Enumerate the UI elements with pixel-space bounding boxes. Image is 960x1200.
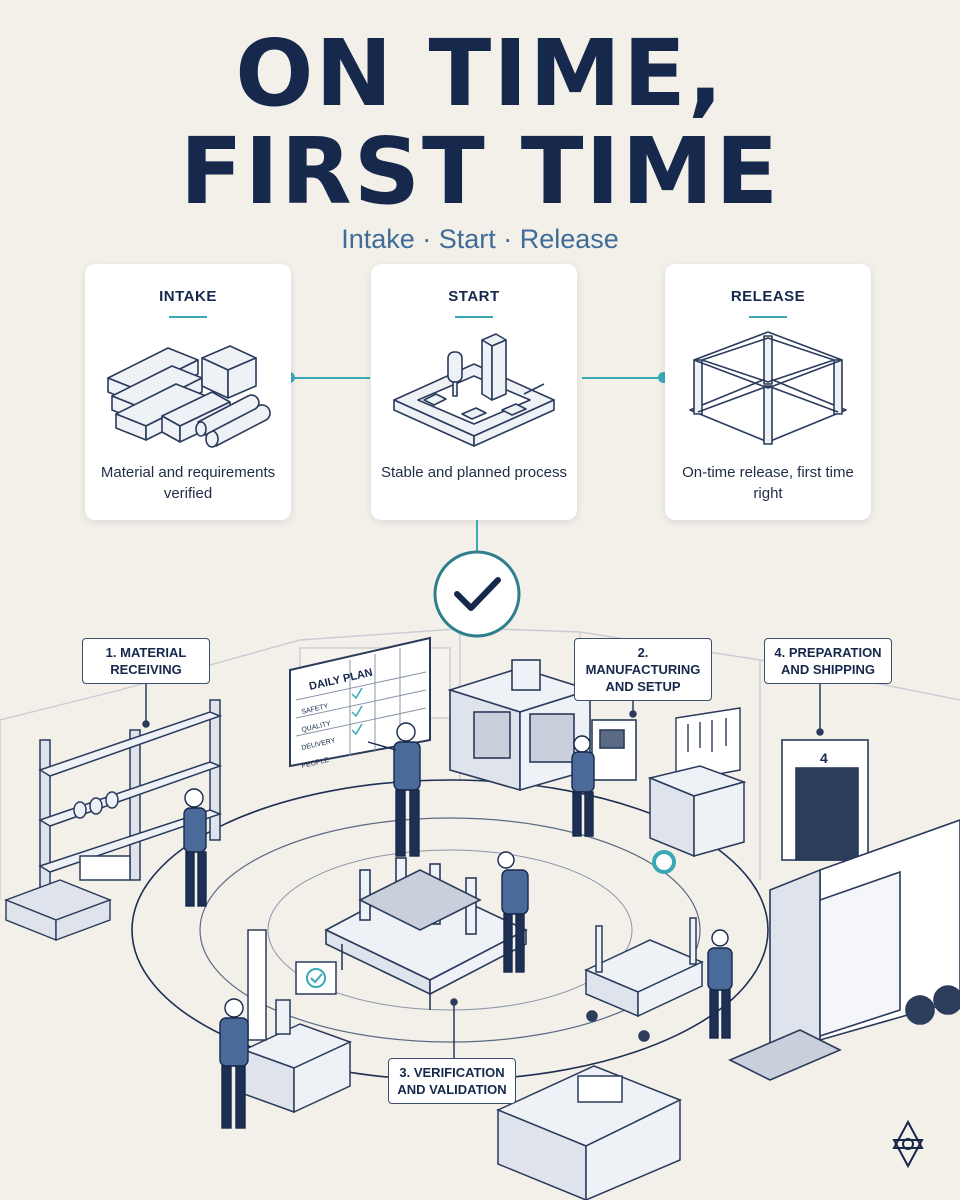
transport-cart: [584, 917, 704, 1042]
card-description: On-time release, first time right: [682, 464, 854, 502]
connector-start-release: [582, 377, 664, 379]
measuring-station: [242, 929, 352, 1114]
card-title: INTAKE: [159, 288, 217, 305]
workbench: [647, 765, 747, 858]
card-start: START Stable and planned process: [371, 264, 577, 520]
station-label-manufacturing-setup: 2. MANUFACTURING AND SETUP: [574, 638, 712, 701]
connector-dot: [658, 372, 669, 383]
card-title-underline: [749, 316, 787, 318]
teal-marker: [652, 850, 676, 874]
worker-figure: [497, 851, 529, 973]
subtitle: Intake · Start · Release: [341, 224, 619, 254]
machining-setup-icon: [393, 333, 555, 447]
worker-figure: [707, 929, 733, 1039]
checkmark-circle-icon: [433, 550, 521, 638]
card-release: RELEASE On-time release, first time righ…: [665, 264, 871, 520]
raw-material-icon: [107, 345, 271, 448]
card-title: START: [448, 288, 500, 305]
loading-dock: 4: [781, 739, 869, 861]
card-intake: INTAKE Material an: [85, 264, 291, 520]
card-description: Material and requirements verified: [100, 464, 276, 502]
logo-mark: [892, 1119, 924, 1169]
foreground-bench: [496, 1065, 682, 1200]
card-title: RELEASE: [730, 288, 806, 305]
worker-figure: [571, 735, 595, 837]
card-title-underline: [455, 316, 493, 318]
title-line-2: FIRST TIME: [179, 118, 781, 225]
truck: [728, 819, 960, 1081]
card-description: Stable and planned process: [381, 464, 567, 481]
card-title-underline: [169, 316, 207, 318]
station-label-material-receiving: 1. MATERIAL RECEIVING: [82, 638, 210, 684]
worker-figure: [219, 998, 249, 1129]
worker-figure: [367, 722, 421, 857]
bar-stock-pallet: [4, 879, 112, 942]
worker-figure: [183, 788, 207, 907]
fixture-table: [324, 857, 528, 1010]
connector-intake-start: [290, 377, 370, 379]
title-line-1: ON TIME,: [235, 20, 725, 127]
station-label-verification-validation: 3. VERIFICATION AND VALIDATION: [388, 1058, 516, 1104]
tool-board: [675, 707, 741, 783]
dock-number: 4: [820, 750, 828, 766]
finished-frame-icon: [689, 331, 847, 445]
station-label-preparation-shipping: 4. PREPARATION AND SHIPPING: [764, 638, 892, 684]
material-rack: [38, 699, 223, 891]
